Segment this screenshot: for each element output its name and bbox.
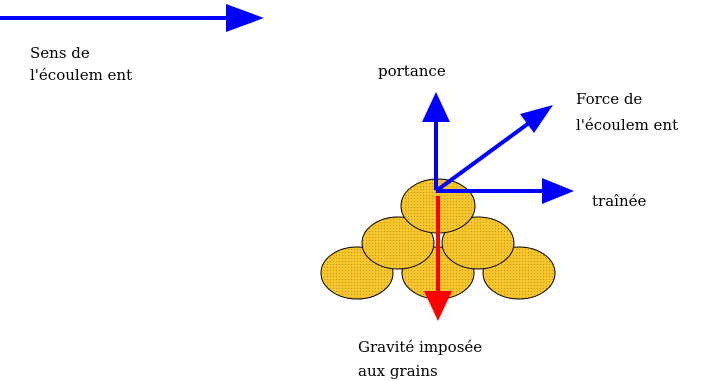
gravity-label-line1: Gravité imposée [358,338,482,356]
flow-force-arrow [434,105,553,193]
drag-label: traînée [592,192,646,210]
grain-pile [320,178,556,300]
flow-direction-arrow [0,4,264,32]
lift-arrow [422,92,450,190]
lift-label: portance [378,62,446,80]
flow-direction-label: Sens de l'écoulem ent [30,44,132,84]
flow-force-label: Force de l'écoulem ent [576,90,678,134]
flow-force-label-line1: Force de [576,90,642,108]
gravity-label: Gravité imposée aux grains [358,338,487,380]
drag-arrow [436,178,574,204]
grain-middle-right [441,216,515,270]
gravity-arrow [424,196,452,321]
flow-direction-label-line1: Sens de [30,44,90,62]
grain-middle-left [361,216,435,270]
flow-direction-label-line2: l'écoulem ent [30,66,132,84]
flow-force-label-line2: l'écoulem ent [576,116,678,134]
gravity-label-line2: aux grains [358,362,438,380]
